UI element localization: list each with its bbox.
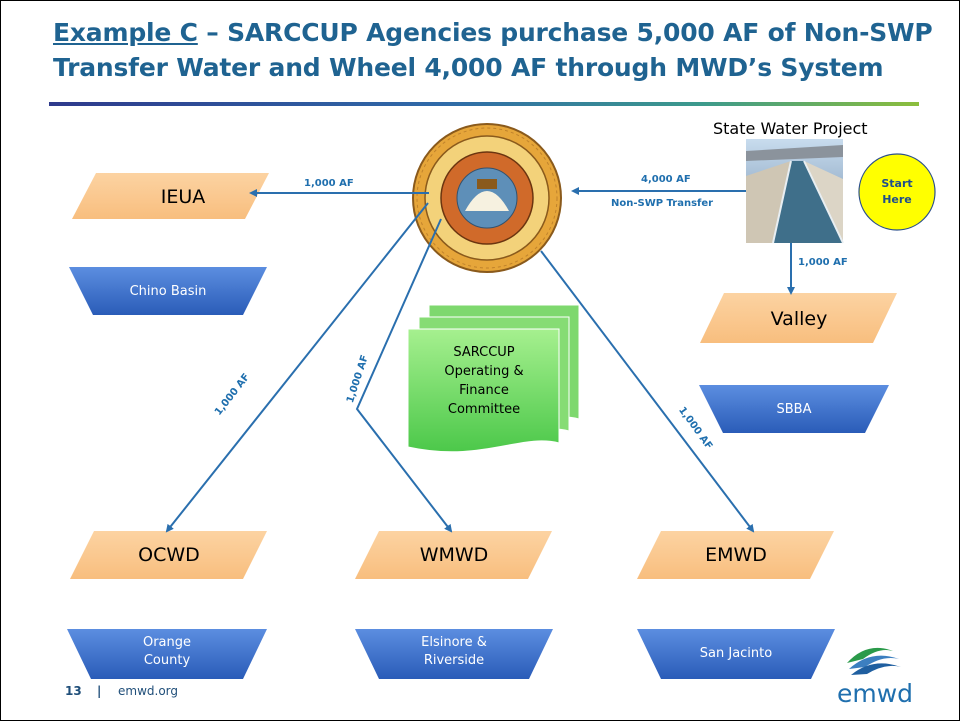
emwd-logo-text: emwd bbox=[837, 679, 914, 708]
orange-county-shape bbox=[67, 629, 267, 679]
title-line2: Transfer Water and Wheel 4,000 AF throug… bbox=[53, 53, 884, 82]
chino-basin-label: Chino Basin bbox=[129, 284, 207, 299]
example-label: Example C bbox=[53, 18, 198, 47]
flow-to-ieua: 1,000 AF bbox=[304, 178, 354, 189]
ocwd-label: OCWD bbox=[138, 544, 200, 566]
aqueduct-photo bbox=[746, 139, 844, 244]
start-here-label: Start Here bbox=[871, 176, 923, 208]
valley-label: Valley bbox=[770, 308, 828, 330]
flow-to-mwd-type: Non-SWP Transfer bbox=[611, 198, 714, 209]
orange-line1: Orange bbox=[142, 635, 192, 650]
committee-label: SARCCUP Operating & Finance Committee bbox=[444, 345, 524, 417]
flow-to-valley: 1,000 AF bbox=[798, 257, 848, 268]
orange-line2: County bbox=[143, 653, 191, 668]
wmwd-box bbox=[355, 531, 552, 579]
ieua-label: IEUA bbox=[160, 186, 206, 208]
emwd-wave-logo-icon bbox=[847, 647, 901, 675]
mwd-seal-icon bbox=[412, 123, 562, 273]
arrow-mwd-to-emwd bbox=[540, 250, 755, 533]
emwd-box bbox=[637, 531, 834, 579]
committee-doc-stack bbox=[407, 304, 580, 453]
slide-title: Example C – SARCCUP Agencies purchase 5,… bbox=[53, 15, 933, 85]
elsinore-line1: Elsinore & bbox=[421, 635, 487, 650]
chino-basin-shape bbox=[69, 267, 267, 315]
footer-separator: | bbox=[97, 684, 102, 698]
orange-county-label: Orange County bbox=[101, 634, 233, 670]
wmwd-label: WMWD bbox=[419, 544, 489, 566]
sbba-shape bbox=[699, 385, 889, 433]
elsinore-line2: Riverside bbox=[423, 653, 485, 668]
ieua-box bbox=[72, 173, 269, 219]
arrow-mwd-to-wmwd bbox=[355, 218, 453, 533]
swp-label: State Water Project bbox=[713, 119, 868, 138]
here-word: Here bbox=[882, 193, 912, 206]
page-number: 13 bbox=[65, 684, 82, 698]
footer-url[interactable]: emwd.org bbox=[118, 684, 178, 698]
title-line1: – SARCCUP Agencies purchase 5,000 AF of … bbox=[197, 18, 933, 47]
elsinore-shape bbox=[355, 629, 553, 679]
emwd-label: EMWD bbox=[705, 544, 767, 566]
start-word: Start bbox=[881, 177, 913, 190]
sbba-label: SBBA bbox=[776, 402, 812, 417]
san-jacinto-label: San Jacinto bbox=[699, 646, 773, 661]
elsinore-label: Elsinore & Riverside bbox=[389, 634, 519, 670]
san-jacinto-shape bbox=[637, 629, 835, 679]
ocwd-box bbox=[70, 531, 267, 579]
start-here-circle bbox=[858, 153, 936, 231]
arrow-mwd-to-ocwd bbox=[165, 202, 429, 533]
title-divider bbox=[49, 102, 919, 106]
flow-to-mwd-amount: 4,000 AF bbox=[641, 174, 691, 185]
valley-box bbox=[700, 293, 897, 343]
